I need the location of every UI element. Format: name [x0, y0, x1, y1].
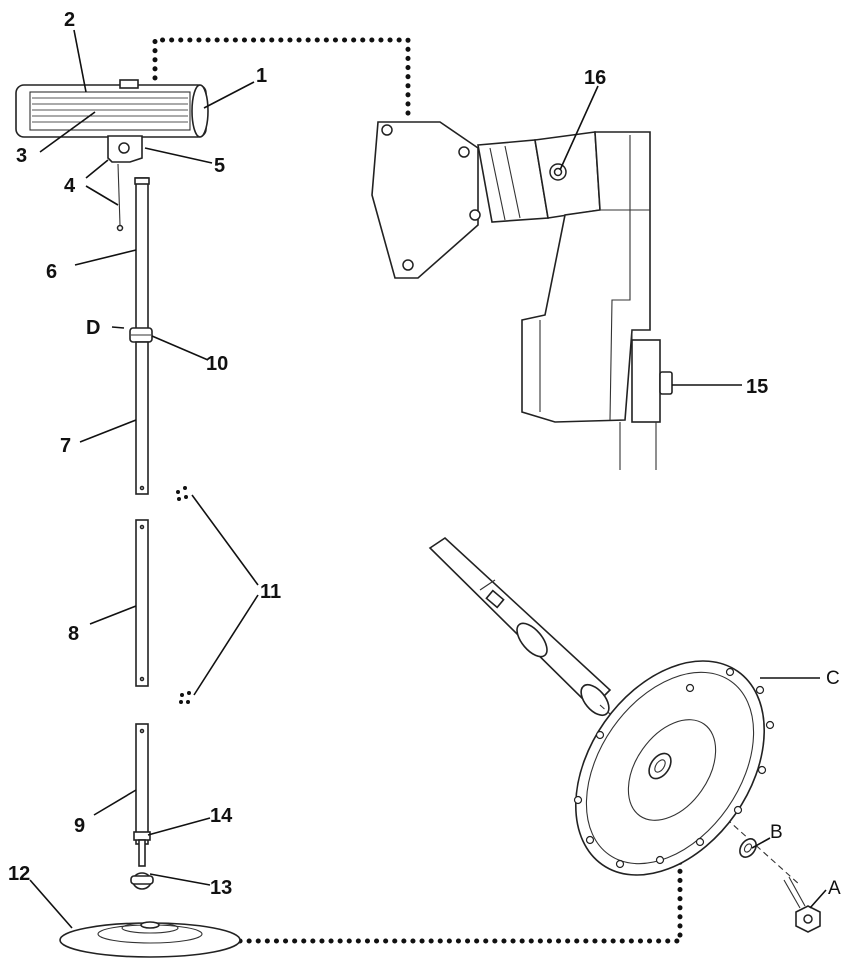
heater-head: [15, 79, 209, 138]
label-1: 1: [256, 65, 267, 87]
heater-bracket: [107, 135, 143, 163]
tube-collar: [129, 327, 153, 343]
label-c: C: [826, 668, 840, 689]
label-14: 14: [210, 805, 233, 827]
label-4: 4: [64, 175, 76, 197]
base-detail: [428, 536, 821, 933]
connector-heater-to-detail: [152, 37, 411, 121]
tube-screws: [176, 486, 191, 704]
label-7: 7: [60, 435, 71, 457]
pole-tube-9: [130, 723, 154, 890]
leader-lines: [29, 29, 827, 929]
connector-base-to-detail: [237, 859, 683, 944]
label-b: B: [770, 822, 783, 843]
label-16: 16: [584, 67, 606, 89]
label-15: 15: [746, 376, 768, 398]
label-12: 12: [8, 863, 30, 885]
pole-tube-7: [135, 341, 149, 495]
label-3: 3: [16, 145, 27, 167]
label-5: 5: [214, 155, 225, 177]
label-2: 2: [64, 9, 75, 31]
bracket-detail: [371, 121, 673, 470]
label-a: A: [828, 878, 841, 899]
bracket-screw: [117, 163, 121, 226]
pole-tube-6: [134, 177, 150, 331]
label-10: 10: [206, 353, 228, 375]
label-8: 8: [68, 623, 79, 645]
label-6: 6: [46, 261, 57, 283]
base-plate: [59, 921, 241, 958]
label-13: 13: [210, 877, 232, 899]
label-11: 11: [260, 581, 281, 603]
label-9: 9: [74, 815, 85, 837]
label-d: D: [86, 317, 100, 339]
pole-tube-8: [135, 519, 149, 687]
